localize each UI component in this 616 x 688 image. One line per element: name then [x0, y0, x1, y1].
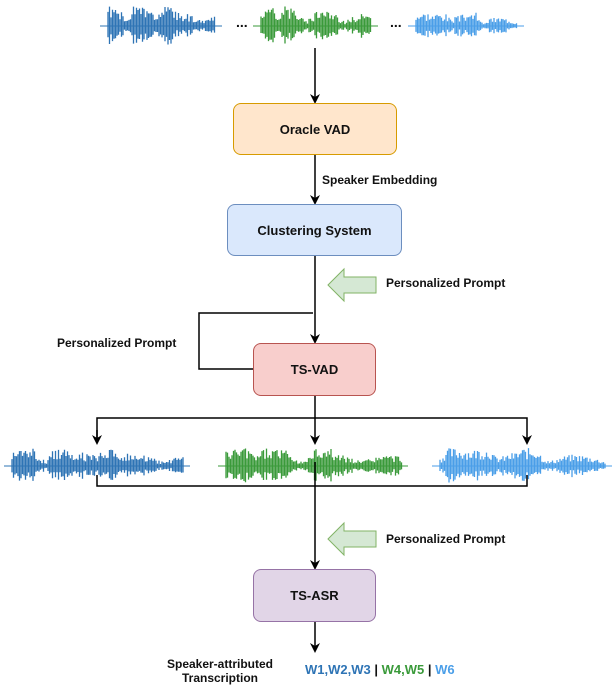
output-separator-1: |	[370, 662, 382, 677]
tsvad-feedback-loop	[198, 312, 313, 370]
oracle-vad-box: Oracle VAD	[233, 103, 397, 155]
input-waveform-speaker3	[408, 12, 524, 38]
separated-waveform-speaker1	[4, 448, 190, 481]
speaker-attributed-line2: Transcription	[181, 671, 258, 685]
prompt-arrow-2	[327, 521, 377, 557]
merge-bus	[96, 475, 528, 487]
separated-waveform-speaker3	[432, 448, 612, 483]
input-waveform-speaker2	[253, 6, 378, 44]
clustering-system-box: Clustering System	[227, 204, 402, 256]
personalized-prompt-label-1: Personalized Prompt	[386, 276, 506, 290]
split-bus	[96, 417, 532, 445]
speaker-attributed-line1: Speaker-attributed	[166, 657, 274, 671]
waveforms	[4, 6, 612, 483]
personalized-prompt-label-2: Personalized Prompt	[386, 532, 506, 546]
speaker-embedding-label: Speaker Embedding	[322, 173, 438, 187]
ellipsis-2: ...	[390, 14, 402, 30]
output-separator-2: |	[424, 662, 436, 677]
ts-asr-box: TS-ASR	[253, 569, 376, 622]
output-speaker3-words: W6	[435, 662, 455, 677]
output-speaker2-words: W4,W5	[381, 662, 425, 677]
personalized-prompt-label-loop: Personalized Prompt	[57, 336, 177, 350]
input-waveform-speaker1	[100, 6, 222, 45]
separated-waveform-speaker2	[218, 448, 408, 483]
ts-vad-box: TS-VAD	[253, 343, 376, 396]
output-speaker1-words: W1,W2,W3	[305, 662, 371, 677]
speaker-attributed-transcription-label: Speaker-attributed Transcription	[160, 657, 280, 685]
prompt-arrow-1	[327, 267, 377, 303]
ellipsis-1: ...	[236, 14, 248, 30]
transcription-output: W1,W2,W3 | W4,W5 | W6	[305, 662, 455, 677]
